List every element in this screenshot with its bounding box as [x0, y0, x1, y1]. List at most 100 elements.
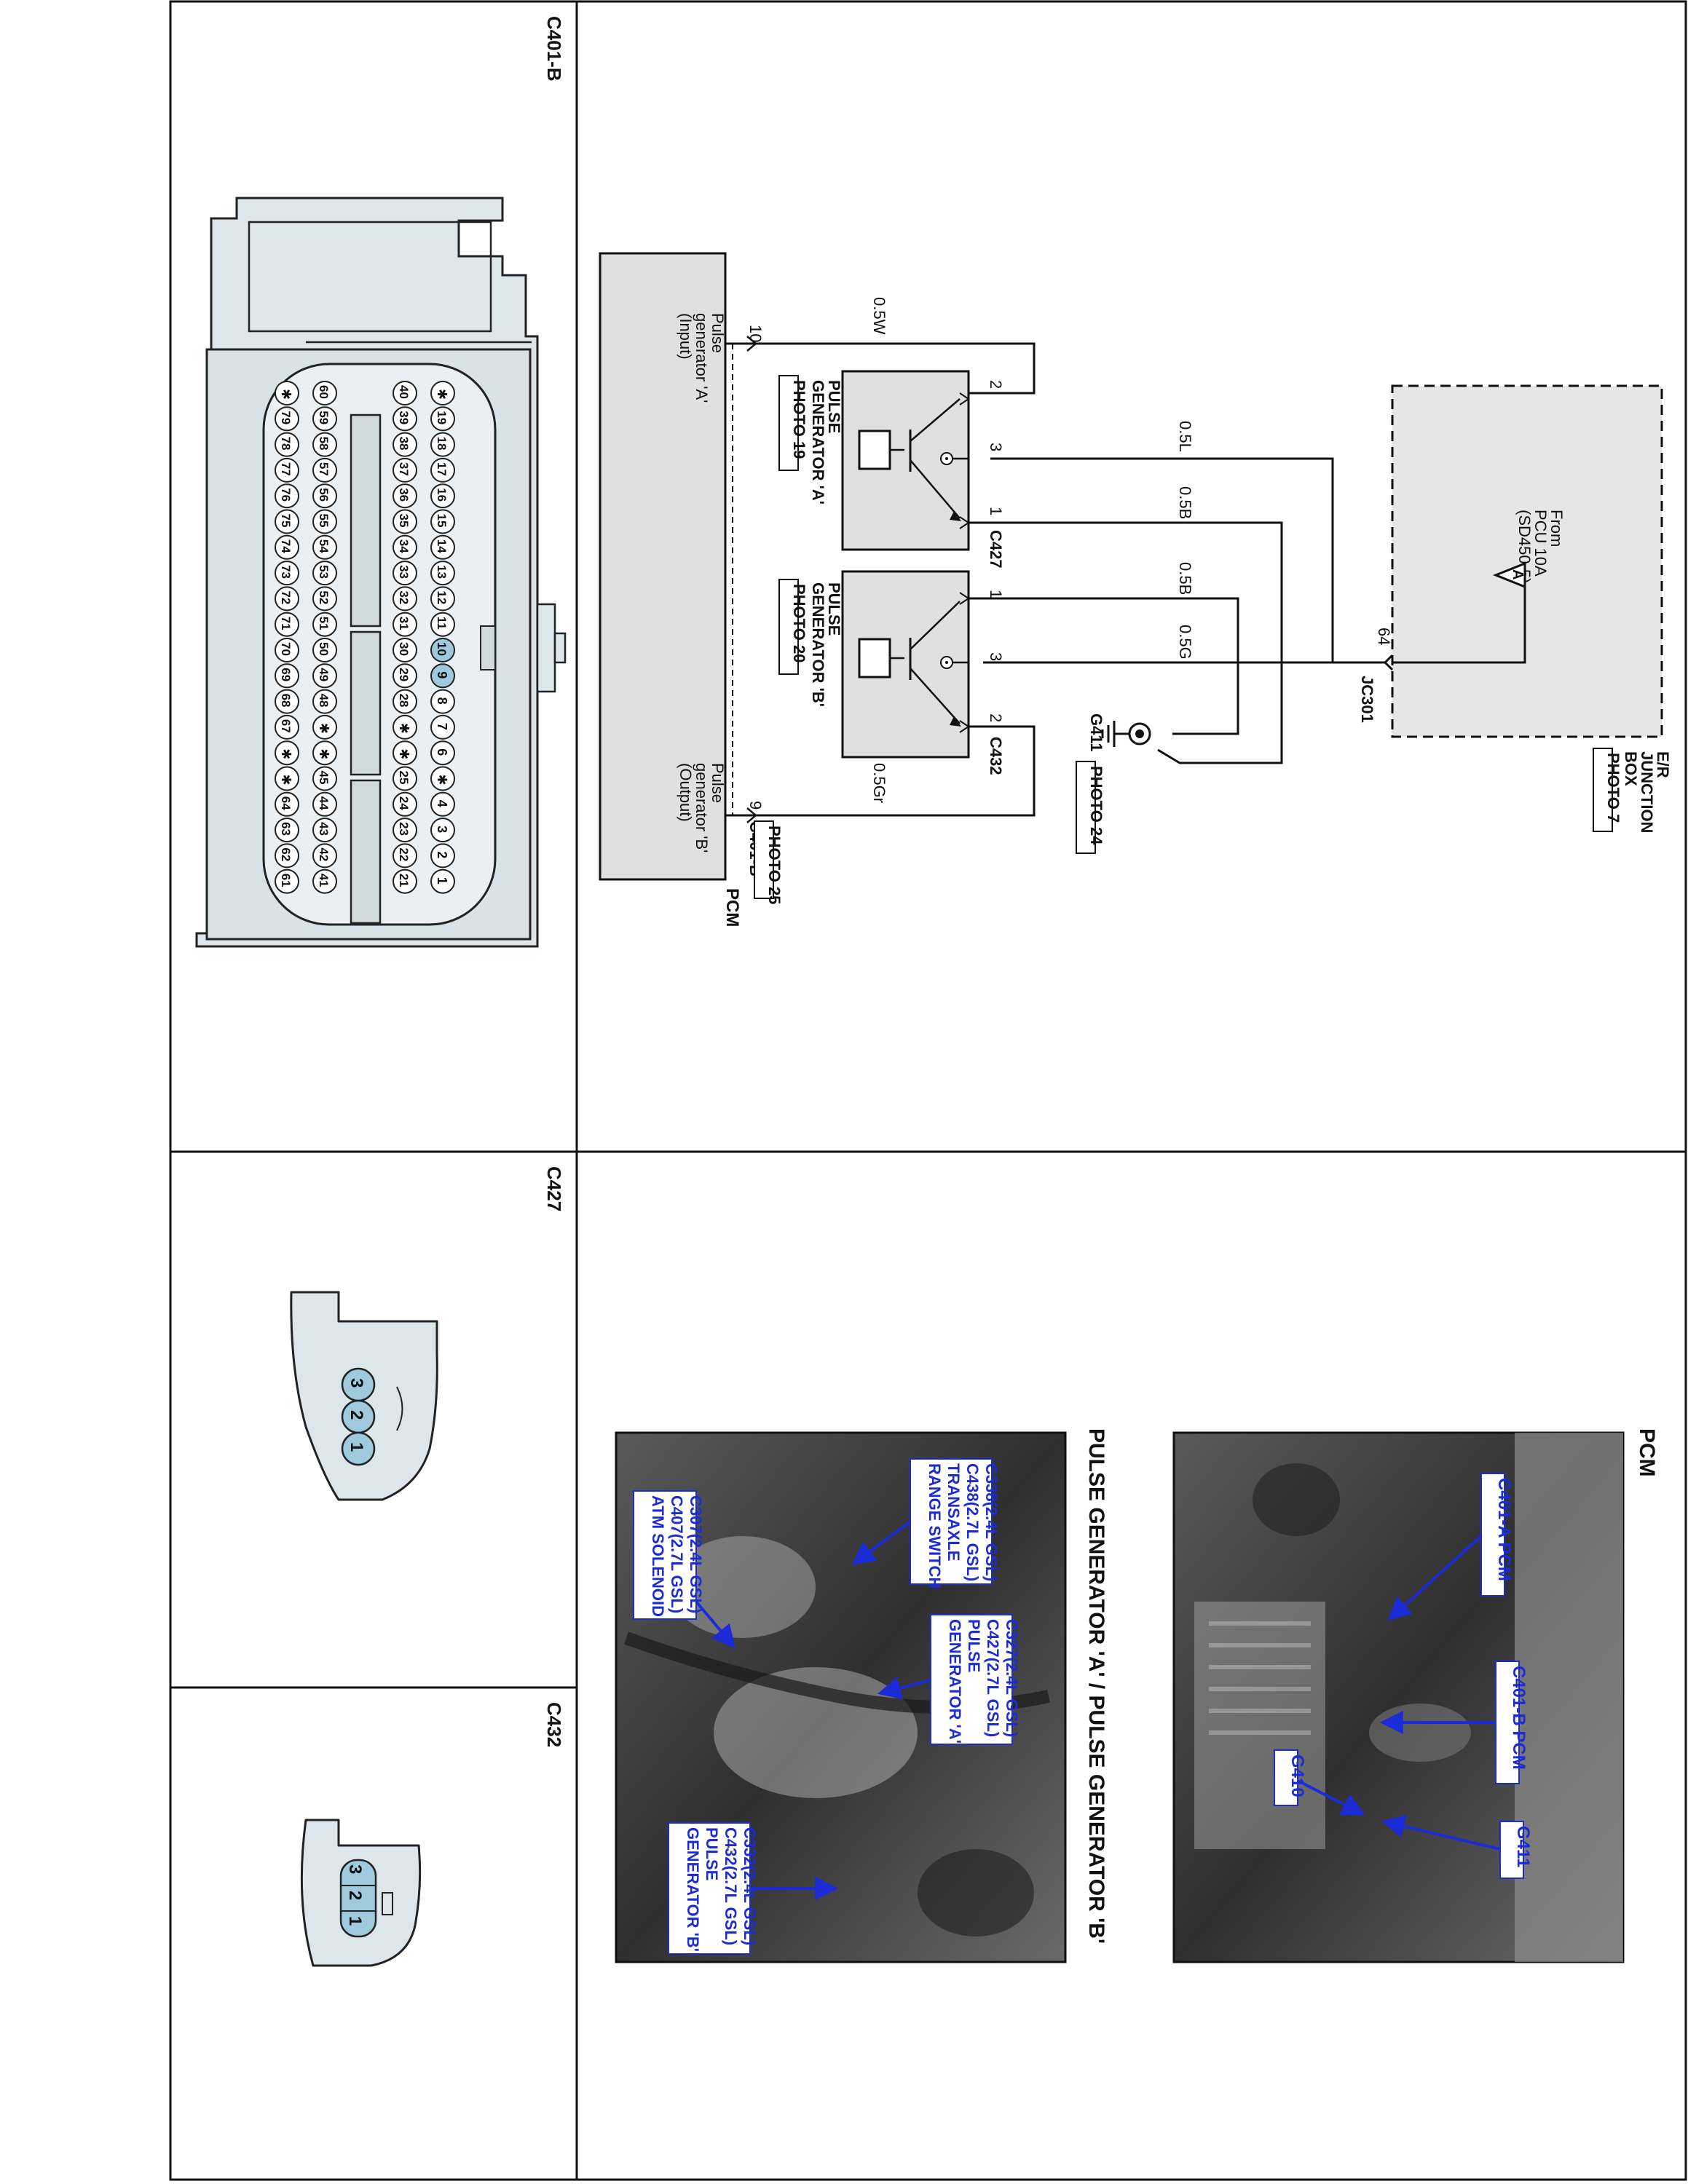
ground-photo-ref[interactable]: PHOTO 24 — [1087, 766, 1105, 845]
c401b-pin-label: 44 — [317, 796, 331, 810]
c401b-pin-row3-14 — [312, 740, 337, 766]
c427-title: C427 — [543, 1166, 565, 1211]
c401b-pin-label: 50 — [317, 642, 331, 656]
c401b-pin-row2-0 — [393, 381, 417, 405]
c401b-pin-label: 30 — [397, 642, 411, 656]
wire-label-05B-a: 0.5B — [1176, 486, 1194, 519]
c401b-pin-row4-15 — [275, 766, 299, 791]
c401b-pin-label: 43 — [317, 822, 331, 836]
c427-pin-3: 3 — [347, 1378, 366, 1388]
c401b-pin-row2-11 — [393, 663, 417, 689]
c401b-pin-label: 3 — [435, 826, 449, 833]
c401b-pin-row3-1 — [312, 406, 337, 432]
c401b-pin-row3-18 — [312, 843, 337, 869]
pgb-pin-2: 2 — [987, 713, 1005, 722]
c401b-pin-row3-13 — [312, 714, 337, 740]
c401b-pin-label: 78 — [279, 437, 293, 451]
c401b-pin-row3-8 — [312, 586, 337, 612]
c401b-pin-label: 32 — [397, 590, 411, 604]
c401b-pin-label: 19 — [435, 411, 449, 424]
c401b-pin-row3-7 — [312, 561, 337, 586]
junction-box-photo-ref[interactable]: PHOTO 7 — [1604, 753, 1622, 823]
c401b-pin-row4-9 — [275, 612, 299, 637]
pga-photo-ref[interactable]: PHOTO 19 — [790, 380, 808, 459]
c401b-pin-label: 59 — [317, 411, 331, 424]
c401b-pin-label: 55 — [317, 514, 331, 528]
c401b-pin-row2-8 — [393, 586, 417, 612]
c401b-pin-row3-10 — [312, 638, 337, 662]
pgb-photo-ref[interactable]: PHOTO 20 — [790, 584, 808, 662]
pcm-photo-ref[interactable]: PHOTO 25 — [765, 826, 784, 904]
ground-symbol — [1101, 721, 1151, 747]
c401b-pin-row3-4 — [312, 483, 337, 509]
c401b-pin-label: 22 — [397, 847, 411, 861]
pcm-input-1: Pulse — [709, 313, 727, 353]
c401b-pin-label: 49 — [317, 668, 331, 681]
callout-range-3: TRANSAXLE — [944, 1463, 963, 1561]
pgb-name-1: PULSE — [825, 582, 843, 636]
c401b-pin-label: 8 — [435, 697, 449, 705]
c401b-pin-label: ✱ — [279, 775, 293, 786]
wire-label-05W: 0.5W — [870, 297, 888, 335]
c401b-pin-label: ✱ — [279, 389, 293, 400]
c401b-pin-label: 34 — [397, 539, 411, 553]
c401b-pin-row2-17 — [393, 818, 417, 843]
callout-pgb-2: C432(2.7L GSL) — [722, 1827, 740, 1945]
c401b-pin-label: 13 — [435, 565, 449, 579]
c401b-pin-row2-7 — [393, 561, 417, 586]
callout-range-4: RANGE SWITCH — [926, 1463, 944, 1588]
c401b-pin-label: 67 — [279, 719, 293, 733]
wire-0.5W — [756, 342, 1036, 395]
c401b-pin-label: 31 — [397, 617, 411, 630]
c401b-pin-label: 77 — [279, 462, 293, 476]
c401b-pin-row2-15 — [393, 766, 417, 791]
c401b-pin-grid: ✱191817161514131211109876✱43214039383736… — [275, 381, 455, 894]
c401b-pin-row3-0 — [312, 381, 337, 405]
c401b-pin-label: ✱ — [435, 775, 449, 786]
c401b-pin-row1-5 — [430, 509, 455, 534]
c401b-pin-row2-10 — [393, 638, 417, 662]
c401b-pin-label: ✱ — [317, 748, 331, 759]
c401b-pin-label: 76 — [279, 488, 293, 502]
wire-label-05B-b: 0.5B — [1176, 562, 1194, 595]
pulse-generator-b — [841, 570, 970, 759]
c401b-pin-row4-14 — [275, 740, 299, 766]
callout-pgb-3: PULSE — [703, 1827, 721, 1880]
c401b-pin-label: 53 — [317, 565, 331, 579]
c401b-pin-row1-9 — [430, 612, 455, 637]
callout-atm-3: ATM SOLENOID — [649, 1495, 667, 1617]
c401b-pin-row1-15 — [430, 766, 455, 791]
wire-label-05G: 0.5G — [1176, 625, 1194, 660]
jc301-pin: 64 — [1375, 628, 1393, 645]
c401b-pin-label: 6 — [435, 748, 449, 756]
c401b-pin-row1-16 — [430, 791, 455, 817]
c401b-pin-row4-2 — [275, 432, 299, 457]
c401b-pin-row1-8 — [430, 586, 455, 612]
c401b-pin-label: 17 — [435, 462, 449, 476]
c401b-pin-label: 57 — [317, 462, 331, 476]
c401b-pin-label: 51 — [317, 617, 331, 630]
c401b-pin-label: 73 — [279, 565, 293, 579]
c401b-pin-label: 14 — [435, 539, 449, 553]
c401b-pin-row3-6 — [312, 534, 337, 560]
callout-pga-1: C327(2.4L GSL) — [1003, 1619, 1021, 1737]
wire-0.5Gr — [756, 725, 1036, 817]
c401b-pin-label: 35 — [397, 514, 411, 528]
pulse-photo-callouts: C338(2.4L GSL) C438(2.7L GSL) TRANSAXLE … — [633, 1458, 1021, 1955]
wire-0.5B-a — [969, 521, 1283, 764]
c401b-pin-label: 37 — [397, 462, 411, 476]
c401b-pin-row4-16 — [275, 791, 299, 817]
c401b-pin-row4-1 — [275, 406, 299, 432]
c401b-pin-label: 74 — [279, 539, 293, 553]
c401b-pin-row1-10 — [430, 638, 455, 662]
c401b-pin-row1-11 — [430, 663, 455, 689]
callout-g410: G410 — [1287, 1754, 1307, 1797]
schematic: E/R JUNCTION BOX PHOTO 7 From PCU 10A (S… — [599, 252, 1672, 927]
c401b-pin-row2-3 — [393, 457, 417, 483]
c401b-pin-label: 33 — [397, 565, 411, 579]
c401b-pin-row4-4 — [275, 483, 299, 509]
c432-connector: 3 2 1 — [300, 1819, 422, 1967]
page-frame — [169, 0, 1687, 2181]
c432-title: C432 — [543, 1702, 565, 1747]
